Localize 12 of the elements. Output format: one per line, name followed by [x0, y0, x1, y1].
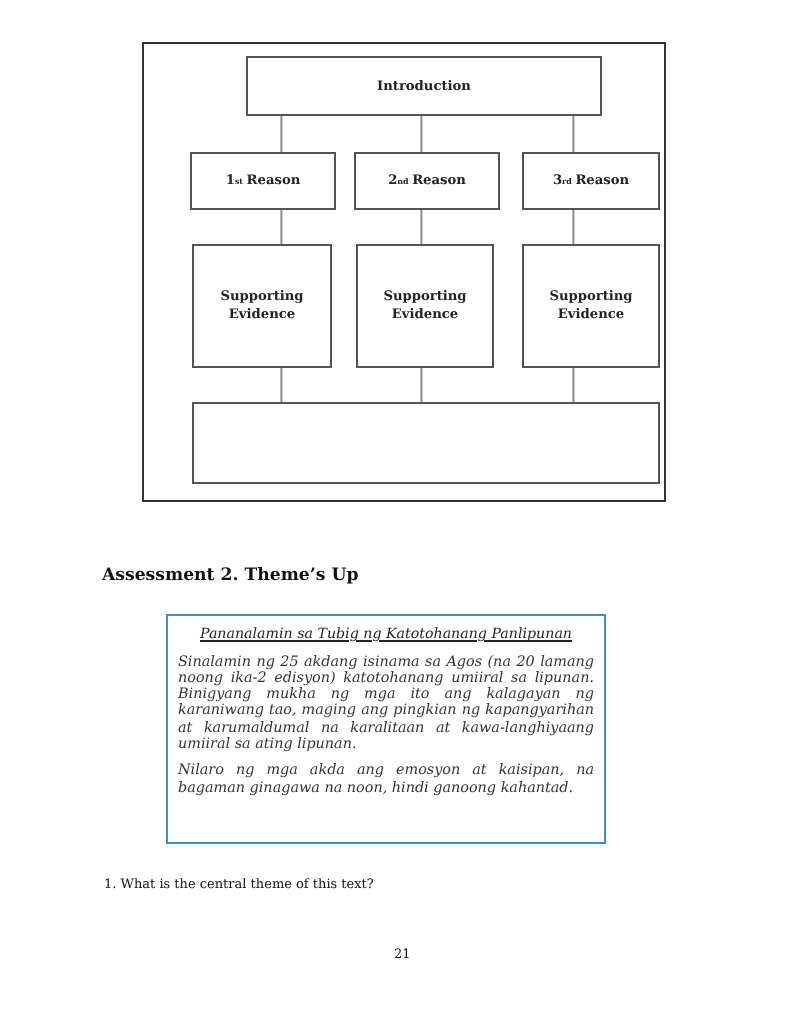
section-heading: Assessment 2. Theme’s Up — [102, 566, 359, 587]
connector-line — [420, 209, 423, 245]
connector-line — [572, 209, 575, 245]
passage-frame — [166, 614, 606, 844]
blank-box — [192, 402, 660, 484]
connector-line — [280, 209, 283, 245]
connector-line — [420, 367, 423, 403]
connector-line — [280, 115, 283, 153]
connector-line — [280, 367, 283, 403]
connector-line — [572, 367, 575, 403]
connector-line — [420, 115, 423, 153]
connector-line — [572, 115, 575, 153]
